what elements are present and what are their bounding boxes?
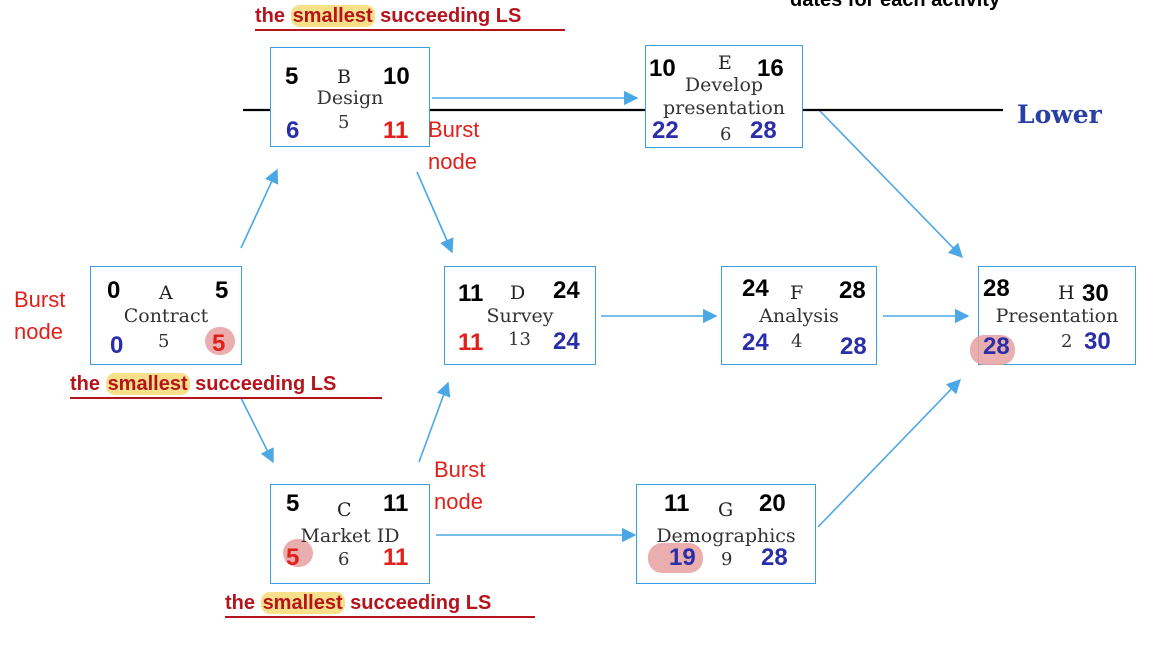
node-a-name: Contract: [123, 305, 209, 327]
node-a-es: 0: [107, 277, 121, 304]
node-h-presentation: 28 H 30 Presentation 28 2 30: [970, 266, 1136, 365]
edge-a-c: [240, 397, 274, 464]
node-c-name: Market ID: [300, 525, 400, 547]
node-d-letter: D: [510, 282, 526, 304]
node-c-lf: 11: [383, 544, 409, 571]
node-h-es: 28: [983, 275, 1010, 302]
underline: [255, 29, 565, 31]
underline: [70, 397, 382, 399]
node-b-name: Design: [316, 87, 384, 109]
highlight-c-ls: [283, 539, 313, 567]
node-c-es: 5: [286, 490, 300, 517]
edge-g-h: [817, 378, 962, 528]
node-a-lf: 5: [212, 330, 226, 357]
smallest-succeeding-ls-top: the smallest succeeding LS: [255, 5, 565, 31]
lower-label: Lower: [1017, 100, 1102, 129]
node-e-name: Develop: [684, 74, 764, 96]
node-f-es: 24: [742, 275, 769, 302]
node-d-ls: 11: [458, 329, 484, 356]
highlight-a-lf: [205, 327, 235, 355]
node-c-letter: C: [337, 499, 352, 521]
node-g-lf: 28: [761, 544, 788, 571]
node-d-lf: 24: [553, 328, 580, 355]
node-e-letter: E: [718, 52, 732, 74]
node-e-lf: 28: [750, 117, 777, 144]
burst-node-label-c: Burst node: [434, 457, 486, 514]
node-a-letter: A: [159, 282, 173, 304]
node-c-ls: 5: [286, 544, 300, 571]
node-h-duration: 2: [1061, 331, 1073, 352]
node-f-analysis: 24 F 28 Analysis 24 4 28: [721, 266, 877, 365]
node-d-survey: 11 D 24 Survey 11 13 24: [444, 266, 596, 365]
highlight-h-ls: [970, 335, 1015, 365]
node-d-duration: 13: [508, 329, 531, 350]
edge-e-h: [817, 108, 964, 259]
node-c-ef: 11: [383, 490, 409, 517]
node-g-es: 11: [664, 490, 690, 517]
edge-b-d: [416, 171, 454, 254]
node-f-letter: F: [790, 282, 804, 304]
node-b-lf: 11: [383, 117, 409, 144]
node-b-es: 5: [285, 63, 299, 90]
node-a-ef: 5: [215, 277, 229, 304]
node-d-name: Survey: [486, 305, 554, 327]
node-g-demographics: 11 G 20 Demographics 19 9 28: [636, 484, 816, 584]
clipped-heading: dates for each activity: [790, 0, 1001, 11]
underline: [225, 616, 535, 618]
node-a-ls: 0: [110, 332, 124, 359]
node-f-lf: 28: [840, 333, 867, 360]
node-h-letter: H: [1058, 282, 1075, 304]
smallest-succeeding-ls-a: the smallest succeeding LS: [70, 373, 382, 399]
node-h-name: Presentation: [995, 305, 1119, 327]
node-e-name-line2: presentation: [662, 97, 786, 119]
node-e-es: 10: [649, 55, 676, 82]
node-b-duration: 5: [338, 112, 350, 133]
burst-node-label-b: Burst node: [428, 117, 480, 174]
edge-c-d: [418, 381, 451, 463]
node-f-ls: 24: [742, 329, 769, 356]
node-h-ef: 30: [1082, 280, 1109, 307]
node-g-duration: 9: [721, 549, 733, 570]
node-e-develop-presentation: 10 E 16 Develop presentation 22 6 28: [645, 45, 803, 148]
node-f-ef: 28: [839, 277, 866, 304]
node-h-ls: 28: [983, 333, 1010, 360]
node-c-market-id: 5 C 11 Market ID 5 6 11: [270, 484, 430, 584]
highlight-g-ls: [648, 543, 703, 573]
node-c-duration: 6: [338, 549, 350, 570]
node-f-duration: 4: [791, 331, 803, 352]
node-g-letter: G: [718, 499, 734, 521]
node-d-es: 11: [458, 280, 484, 307]
node-f-name: Analysis: [759, 305, 839, 327]
node-d-ef: 24: [553, 277, 580, 304]
smallest-succeeding-ls-c: the smallest succeeding LS: [225, 592, 535, 618]
node-a-duration: 5: [158, 331, 170, 352]
node-e-ef: 16: [757, 55, 784, 82]
burst-node-label-a: Burst node: [14, 287, 66, 344]
node-b-ls: 6: [286, 117, 300, 144]
node-g-ef: 20: [759, 490, 786, 517]
node-b-design: 5 B 10 Design 6 5 11: [270, 47, 430, 147]
node-g-name: Demographics: [656, 525, 796, 547]
node-b-ef: 10: [383, 63, 410, 90]
node-e-duration: 6: [720, 124, 732, 145]
node-a-contract: 0 A 5 Contract 0 5 5: [90, 266, 242, 365]
node-h-lf: 30: [1084, 328, 1111, 355]
edge-a-b: [240, 168, 279, 249]
node-e-ls: 22: [652, 117, 679, 144]
node-g-ls: 19: [669, 544, 696, 571]
node-b-letter: B: [337, 66, 351, 88]
